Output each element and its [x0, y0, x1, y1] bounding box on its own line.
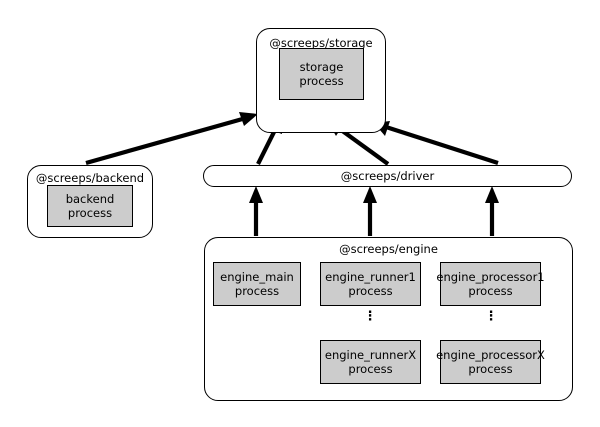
- arrow-backend-to-storage: [85, 112, 258, 166]
- package-engine-label: @screeps/engine: [339, 242, 438, 256]
- process-engine-main-name: engine_main: [220, 269, 294, 284]
- ellipsis-processor: ⋮: [484, 309, 498, 324]
- package-driver: @screeps/driver: [203, 165, 572, 187]
- process-engine-processor1: engine_processor1 process: [436, 262, 545, 306]
- process-backend: backend process: [47, 185, 133, 227]
- process-engine-runnerx-name: engine_runnerX: [324, 347, 417, 362]
- process-backend-name: backend: [65, 191, 115, 206]
- process-engine-processorx-name: engine_processorX: [436, 347, 545, 362]
- process-engine-runner1: engine_runner1 process: [320, 262, 421, 306]
- ellipsis-processor-glyph: ⋮: [484, 309, 498, 324]
- package-driver-label: @screeps/driver: [340, 168, 435, 183]
- process-storage: storage process: [279, 48, 364, 100]
- package-storage-label: @screeps/storage: [269, 36, 373, 50]
- package-backend-label: @screeps/backend: [35, 171, 145, 185]
- process-engine-runner1-name: engine_runner1: [325, 269, 416, 284]
- arrow-engine-to-driver-right: [485, 186, 499, 236]
- ellipsis-runner-glyph: ⋮: [363, 309, 377, 324]
- process-storage-name: storage: [299, 59, 344, 74]
- process-engine-main-suffix: process: [234, 284, 280, 298]
- process-engine-processor1-suffix: process: [468, 284, 513, 298]
- ellipsis-runner: ⋮: [363, 309, 377, 324]
- process-engine-main: engine_main process: [213, 262, 301, 306]
- process-storage-suffix: process: [299, 74, 344, 88]
- arrow-engine-to-driver-left: [249, 186, 263, 236]
- process-engine-processorx-suffix: process: [468, 362, 513, 376]
- process-backend-suffix: process: [67, 206, 113, 220]
- process-engine-processorx: engine_processorX process: [436, 340, 545, 384]
- arrow-driver-to-storage-right: [374, 121, 499, 165]
- process-engine-runner1-suffix: process: [348, 284, 393, 298]
- arrow-engine-to-driver-middle: [363, 186, 377, 236]
- process-engine-processor1-name: engine_processor1: [436, 269, 545, 284]
- process-engine-runnerx-suffix: process: [348, 362, 393, 376]
- process-engine-runnerx: engine_runnerX process: [320, 340, 421, 384]
